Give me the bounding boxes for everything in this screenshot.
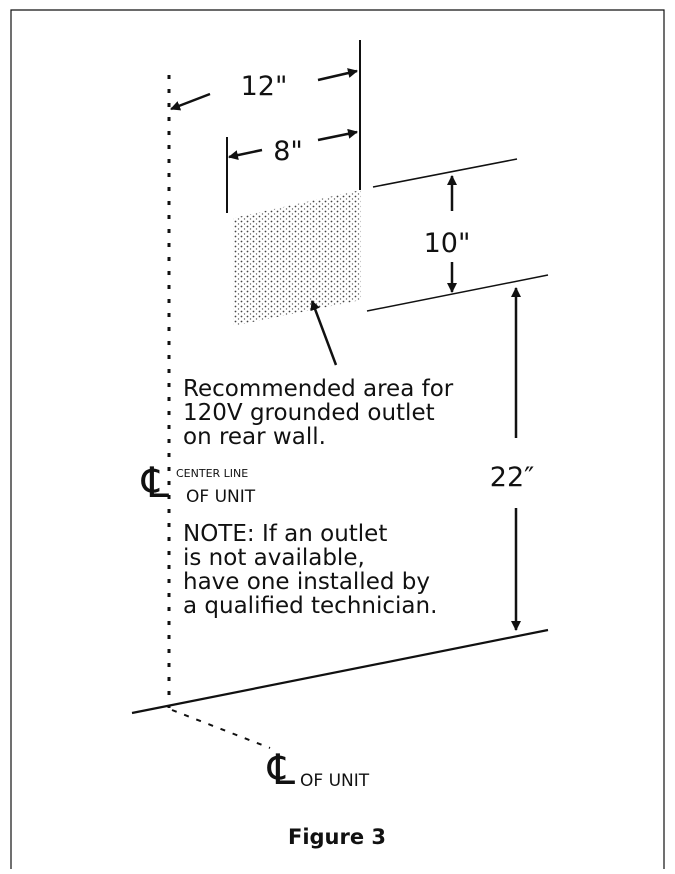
note-line-1: NOTE: If an outlet (183, 521, 387, 547)
callout-arrow (310, 300, 338, 366)
figure-caption: Figure 3 (288, 825, 386, 849)
wall-line-upper (372, 158, 518, 188)
dim-8-label: 8" (273, 136, 303, 167)
floor-center-line (171, 709, 271, 749)
note-line-4: a qualified technician. (183, 593, 437, 619)
page-frame (10, 9, 665, 869)
wall-line-lower (366, 274, 549, 312)
dim-10-label: 10" (424, 228, 471, 259)
centerline-label-top: CENTER LINE (176, 467, 248, 480)
note-line-3: have one installed by (183, 569, 430, 595)
dim-12-label: 12" (241, 71, 288, 102)
callout-line-2: 120V grounded outlet (183, 400, 435, 426)
floor-line (131, 628, 549, 715)
note-line-2: is not available, (183, 545, 365, 571)
centerline-symbol: ℄ (141, 458, 169, 507)
dim-12-arrow-left (170, 92, 211, 111)
centerline-label-bottom: OF UNIT (186, 487, 256, 507)
outlet-area (233, 190, 361, 326)
floor-centerline-label: OF UNIT (300, 771, 370, 791)
dim-8-arrow-left (228, 148, 263, 161)
callout-line-1: Recommended area for (183, 376, 454, 402)
dim-8-arrow-right (317, 128, 358, 142)
dim-12-arrow-right (317, 68, 358, 82)
floor-centerline-symbol: ℄ (267, 745, 295, 794)
dim-22-label: 22″ (490, 462, 534, 493)
callout-line-3: on rear wall. (183, 424, 326, 450)
